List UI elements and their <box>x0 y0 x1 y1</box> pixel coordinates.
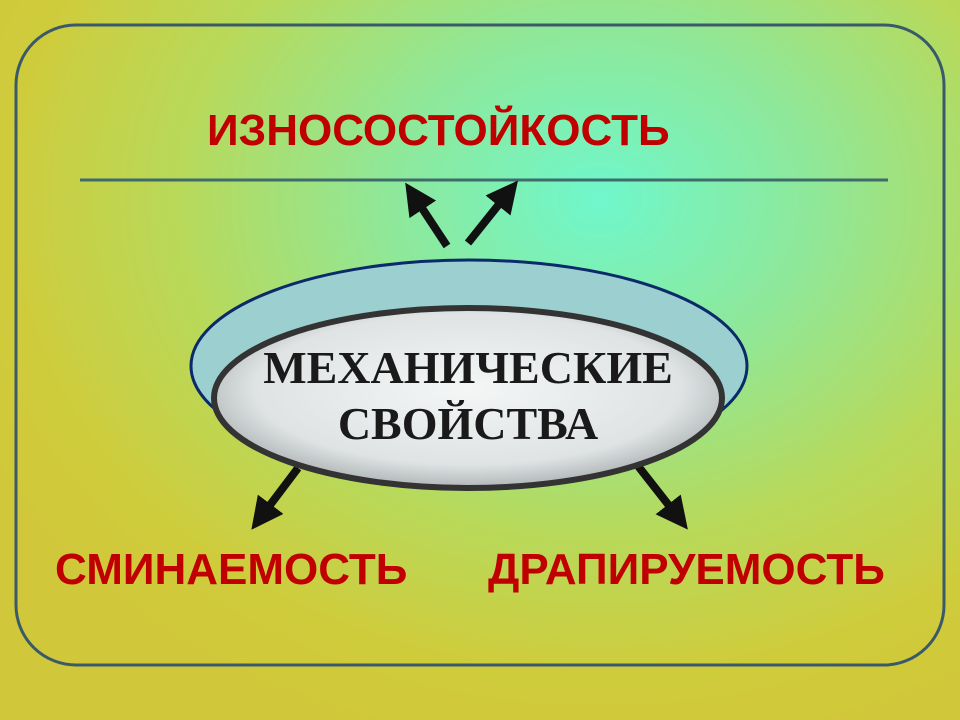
inner-ellipse <box>211 305 725 491</box>
frame <box>14 23 946 667</box>
arrow-up-left <box>405 182 451 249</box>
bottom-left-label: СМИНАЕМОСТЬ <box>55 545 408 594</box>
bottom-right-label: ДРАПИРУЕМОСТЬ <box>488 545 885 594</box>
arrow-down-right <box>634 463 688 530</box>
center-title-line2: СВОЙСТВА <box>337 398 599 449</box>
center-title: МЕХАНИЧЕСКИЕ СВОЙСТВА <box>218 340 718 452</box>
center-title-line1: МЕХАНИЧЕСКИЕ <box>263 342 673 393</box>
arrow-up-right <box>464 180 518 246</box>
top-label: ИЗНОСОСТОЙКОСТЬ <box>207 106 670 155</box>
arrow-down-left <box>251 465 302 530</box>
